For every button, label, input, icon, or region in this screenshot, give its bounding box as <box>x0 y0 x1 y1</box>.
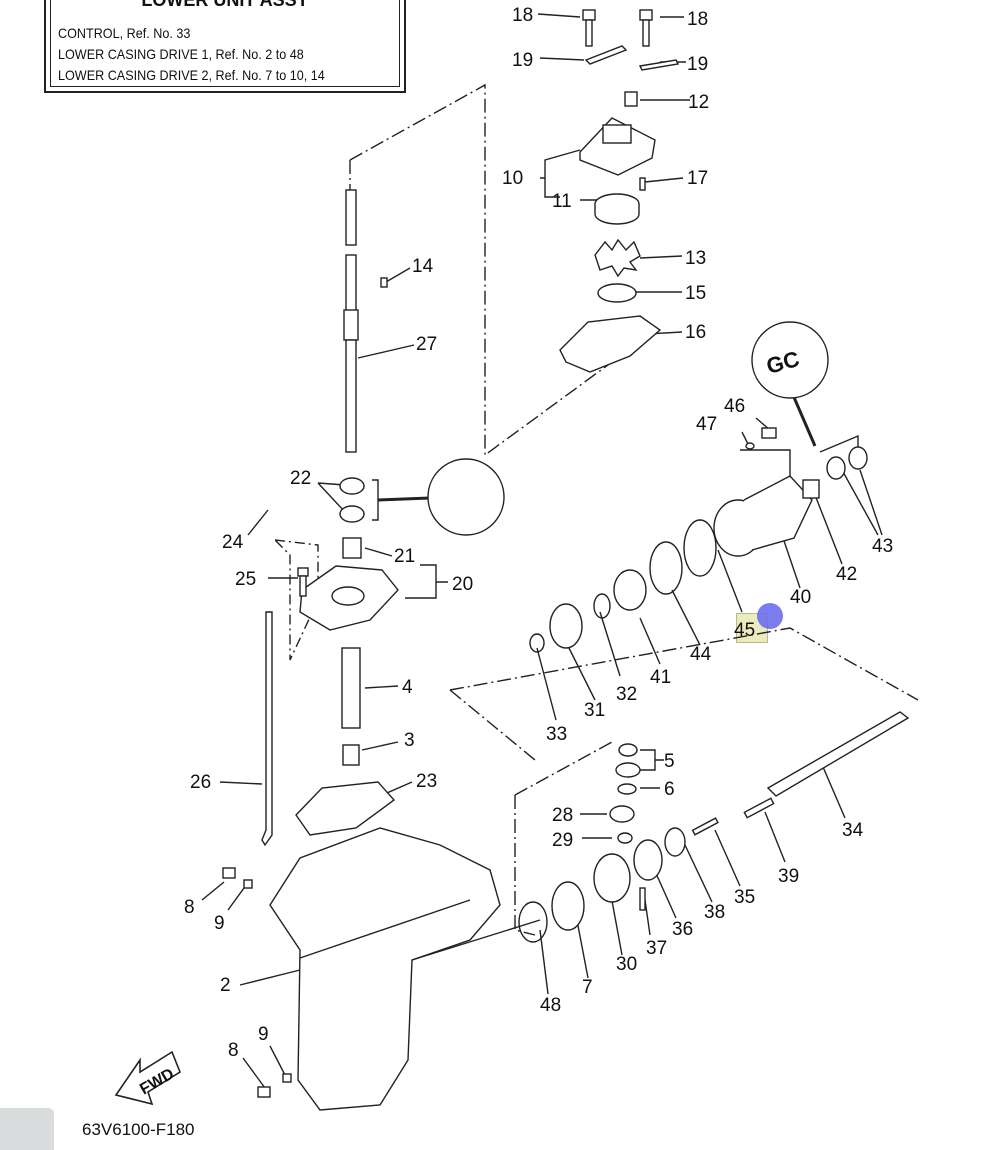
callout-48[interactable]: 48 <box>540 995 561 1016</box>
callout-2[interactable]: 2 <box>220 975 231 996</box>
callout-42[interactable]: 42 <box>836 564 857 585</box>
callout-38[interactable]: 38 <box>704 902 725 923</box>
callout-12[interactable]: 12 <box>688 92 709 113</box>
callout-35[interactable]: 35 <box>734 887 755 908</box>
title-line-1: CONTROL, Ref. No. 33 <box>58 25 191 41</box>
callout-28[interactable]: 28 <box>552 805 573 826</box>
callout-5[interactable]: 5 <box>664 751 675 772</box>
callout-44[interactable]: 44 <box>690 644 712 665</box>
callout-18[interactable]: 18 <box>687 9 708 30</box>
callout-10[interactable]: 10 <box>502 168 523 189</box>
callout-8[interactable]: 8 <box>228 1040 239 1061</box>
callout-32[interactable]: 32 <box>616 684 637 705</box>
callout-27[interactable]: 27 <box>416 334 437 355</box>
callout-25[interactable]: 25 <box>235 569 256 590</box>
part-drawings <box>222 9 910 1111</box>
callout-34[interactable]: 34 <box>842 820 864 841</box>
callout-7[interactable]: 7 <box>582 977 593 998</box>
title-box: LOWER UNIT ASSY CONTROL, Ref. No. 33 LOW… <box>44 0 406 93</box>
callout-36[interactable]: 36 <box>672 919 693 940</box>
title-box-inner-border <box>50 0 400 87</box>
fwd-arrow: FWD <box>114 1050 181 1106</box>
callout-6[interactable]: 6 <box>664 779 675 800</box>
callout-43[interactable]: 43 <box>872 536 893 557</box>
callout-19[interactable]: 19 <box>687 54 708 75</box>
callout-30[interactable]: 30 <box>616 954 637 975</box>
callout-8[interactable]: 8 <box>184 897 195 918</box>
title-line-2: LOWER CASING DRIVE 1, Ref. No. 2 to 48 <box>58 46 304 62</box>
callout-20[interactable]: 20 <box>452 574 473 595</box>
title-line-3: LOWER CASING DRIVE 2, Ref. No. 7 to 10, … <box>58 67 325 83</box>
callout-15[interactable]: 15 <box>685 283 706 304</box>
callout-39[interactable]: 39 <box>778 866 799 887</box>
corner-tab[interactable] <box>0 1108 54 1150</box>
callout-16[interactable]: 16 <box>685 322 706 343</box>
callout-47[interactable]: 47 <box>696 414 717 435</box>
callout-4[interactable]: 4 <box>402 677 413 698</box>
callout-14[interactable]: 14 <box>412 256 434 277</box>
callout-3[interactable]: 3 <box>404 730 415 751</box>
callout-22[interactable]: 22 <box>290 468 311 489</box>
callout-40[interactable]: 40 <box>790 587 811 608</box>
callout-33[interactable]: 33 <box>546 724 567 745</box>
callout-17[interactable]: 17 <box>687 168 708 189</box>
callout-46[interactable]: 46 <box>724 396 745 417</box>
callout-13[interactable]: 13 <box>685 248 706 269</box>
diagram-title: LOWER UNIT ASSY <box>141 0 309 10</box>
callout-37[interactable]: 37 <box>646 938 667 959</box>
callout-19[interactable]: 19 <box>512 50 533 71</box>
callout-18[interactable]: 18 <box>512 5 533 26</box>
click-indicator <box>757 603 783 629</box>
callout-29[interactable]: 29 <box>552 830 573 851</box>
callout-24[interactable]: 24 <box>222 532 244 553</box>
callout-41[interactable]: 41 <box>650 667 671 688</box>
callout-23[interactable]: 23 <box>416 771 437 792</box>
callout-9[interactable]: 9 <box>258 1024 269 1045</box>
callout-31[interactable]: 31 <box>584 700 605 721</box>
callout-21[interactable]: 21 <box>394 546 415 567</box>
callout-11[interactable]: 11 <box>552 191 572 212</box>
callout-45[interactable]: 45 <box>734 620 755 641</box>
callout-26[interactable]: 26 <box>190 772 211 793</box>
part-code: 63V6100-F180 <box>82 1120 195 1139</box>
callout-9[interactable]: 9 <box>214 913 225 934</box>
